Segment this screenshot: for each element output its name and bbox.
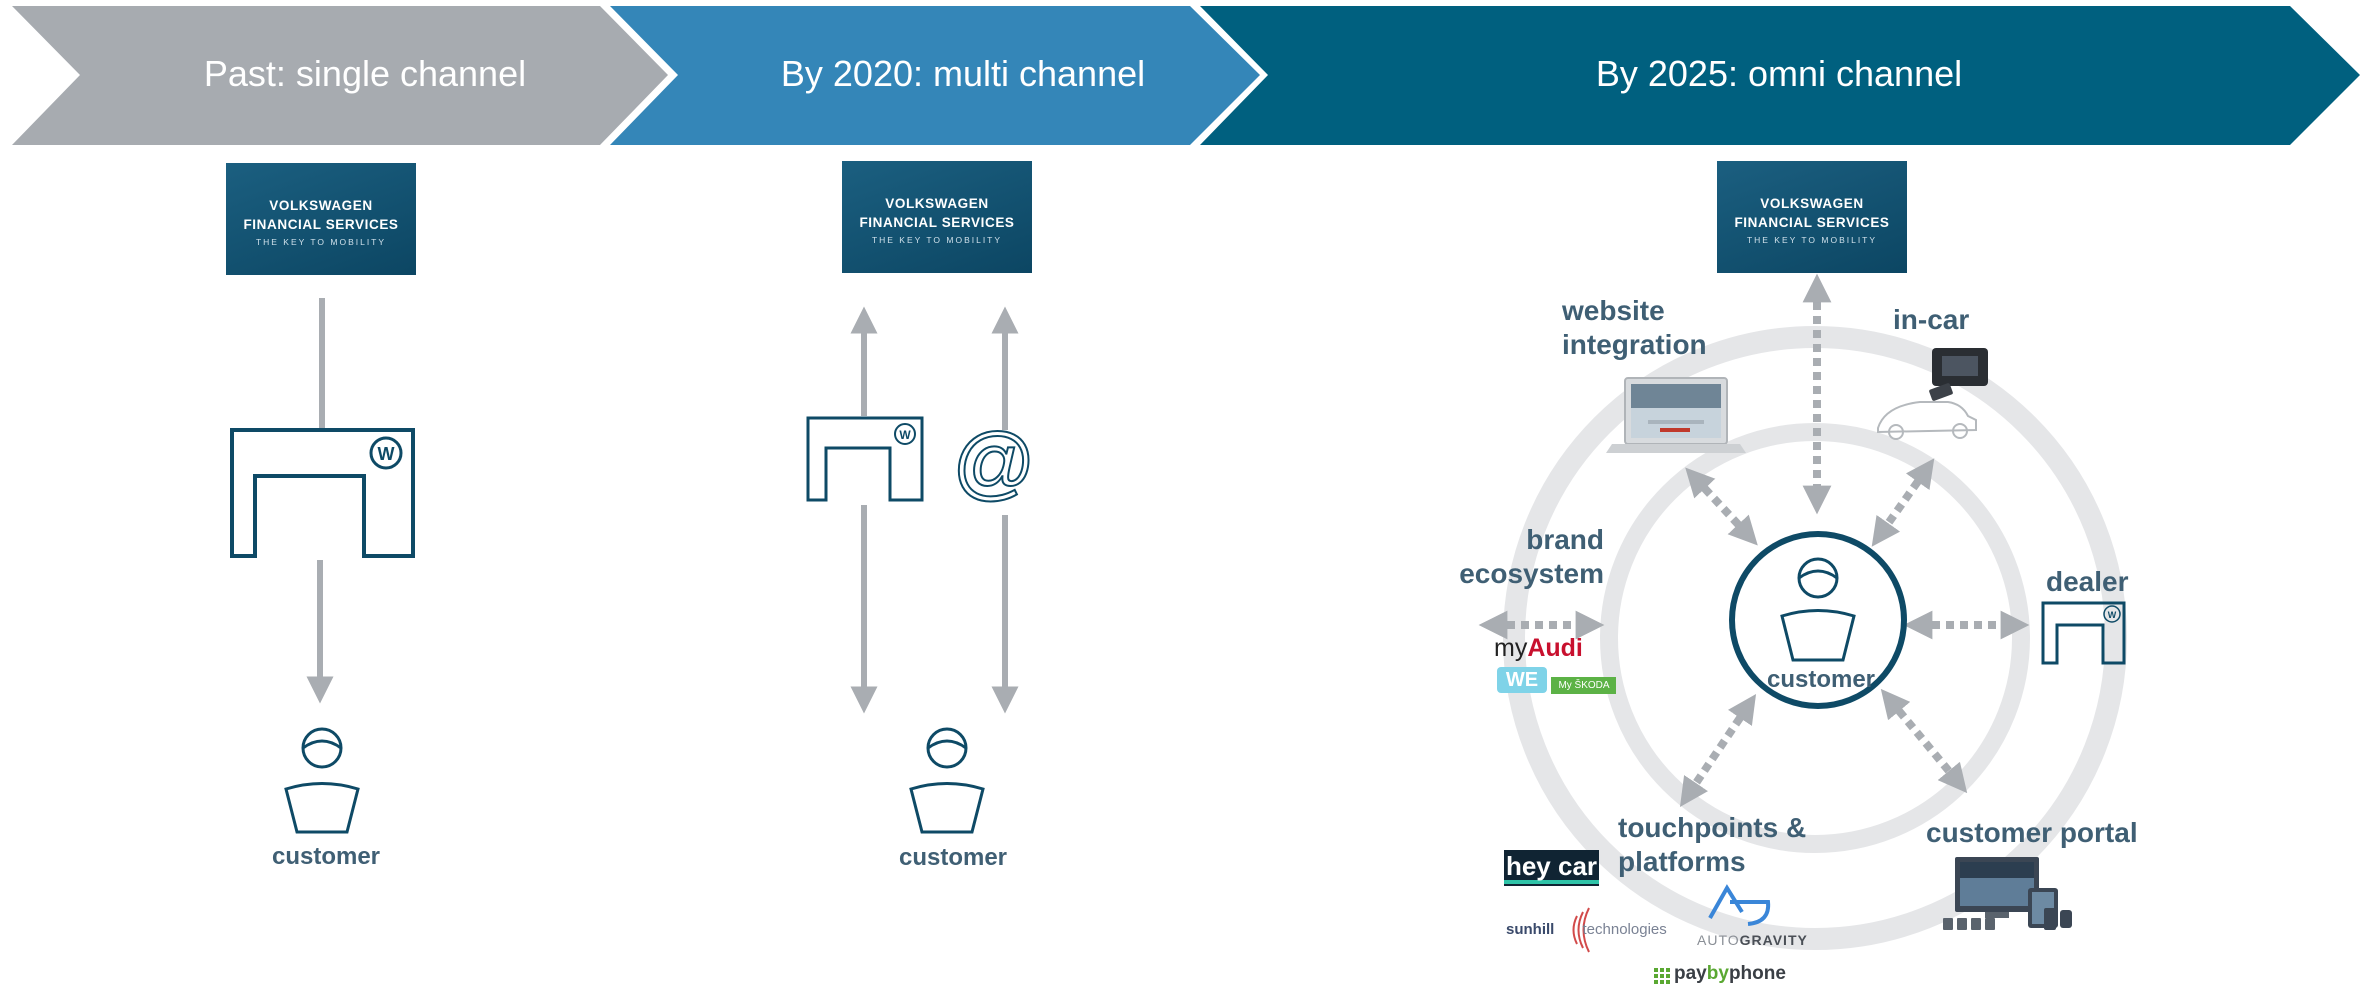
channel-label-touchpoints: touchpoints & platforms — [1618, 812, 1807, 877]
logo-line1: VOLKSWAGEN — [885, 196, 989, 211]
customer-label: customer — [271, 843, 381, 870]
svg-text:W: W — [2108, 610, 2117, 620]
logo-tagline: THE KEY TO MOBILITY — [871, 235, 1003, 245]
devices-icon — [1943, 857, 2072, 930]
car-icon — [1877, 401, 1977, 440]
svg-text:W: W — [378, 444, 395, 464]
customer-icon — [909, 727, 985, 834]
paybyphone-pay: pay — [1674, 963, 1707, 984]
sunhill-mark-icon — [1572, 907, 1590, 953]
logo-line1: VOLKSWAGEN — [1760, 196, 1864, 211]
phone-icon — [1929, 383, 1953, 401]
paybyphone-by: by — [1706, 963, 1729, 984]
stage-chevron-past — [12, 6, 668, 145]
vwfs-logo: VOLKSWAGEN FINANCIAL SERVICES THE KEY TO … — [1717, 161, 1907, 273]
laptop-icon — [1606, 377, 1746, 453]
stage-label-2020: By 2020: multi channel — [780, 53, 1146, 94]
myaudi-audi: Audi — [1527, 634, 1583, 662]
customer-label: customer — [898, 844, 1008, 871]
vwfs-logo: VOLKSWAGEN FINANCIAL SERVICES THE KEY TO … — [226, 163, 416, 275]
customer-hub — [1729, 531, 1907, 709]
channel-label-portal: customer portal — [1926, 817, 2138, 848]
paybyphone-logo: paybyphone — [1674, 963, 1786, 985]
logo-line1: VOLKSWAGEN — [269, 198, 373, 213]
branch-icon: W — [2041, 601, 2126, 665]
paybyphone-mark-icon — [1654, 968, 1670, 984]
channel-label-in-car: in-car — [1893, 304, 1970, 335]
channel-label-brand: brand ecosystem — [1459, 524, 1604, 589]
paybyphone-phone: phone — [1728, 963, 1786, 984]
stage-chevron-2025 — [1200, 6, 2360, 145]
sunhill-text: sunhill — [1506, 921, 1555, 938]
heycar-logo: hey car — [1505, 851, 1598, 881]
arrow-website-customer — [1685, 467, 1758, 546]
logo-line2: FINANCIAL SERVICES — [243, 217, 399, 232]
autogravity-logo: AUTOGRAVITY — [1697, 932, 1808, 948]
at-sign-icon: @ — [952, 417, 1035, 508]
autogravity-mark-icon — [1708, 884, 1771, 926]
customer-icon — [284, 727, 360, 834]
dotted-arrows — [1478, 273, 2030, 807]
logo-line2: FINANCIAL SERVICES — [1734, 215, 1890, 230]
arrow-customer-touchpoints — [1679, 694, 1757, 807]
stage-chevron-2020 — [610, 6, 1260, 145]
sunhill-logo: sunhill technologies — [1506, 921, 1667, 938]
svg-text:W: W — [899, 428, 911, 442]
arrow-incar-customer — [1871, 458, 1935, 547]
channel-label-dealer: dealer — [2046, 566, 2129, 597]
myaudi-logo: myAudi — [1494, 634, 1583, 663]
branch-icon: W — [806, 416, 924, 502]
heycar-underline — [1504, 880, 1599, 884]
arrow-customer-portal — [1880, 688, 1968, 794]
car-display-icon — [1932, 348, 1988, 386]
vwfs-logo: VOLKSWAGEN FINANCIAL SERVICES THE KEY TO … — [842, 161, 1032, 273]
myskoda-logo: My ŠKODA — [1558, 680, 1610, 691]
logo-tagline: THE KEY TO MOBILITY — [1746, 235, 1878, 245]
myskoda-badge-bg — [1551, 677, 1616, 694]
stage-label-past: Past: single channel — [203, 53, 527, 94]
sunhill-technologies-text: technologies — [1582, 921, 1667, 938]
autogravity-gravity: GRAVITY — [1739, 932, 1808, 948]
channel-label-website: website integration — [1562, 295, 1707, 360]
branch-icon: W — [230, 428, 415, 558]
myaudi-my: my — [1494, 634, 1528, 662]
we-logo: WE — [1505, 669, 1539, 691]
customer-icon — [1780, 557, 1856, 662]
stage-label-2025: By 2025: omni channel — [1595, 53, 1963, 94]
logo-line2: FINANCIAL SERVICES — [859, 215, 1015, 230]
logo-tagline: THE KEY TO MOBILITY — [255, 237, 387, 247]
we-badge-bg — [1497, 667, 1547, 693]
customer-label: customer — [1766, 666, 1876, 693]
autogravity-auto: AUTO — [1697, 932, 1740, 948]
